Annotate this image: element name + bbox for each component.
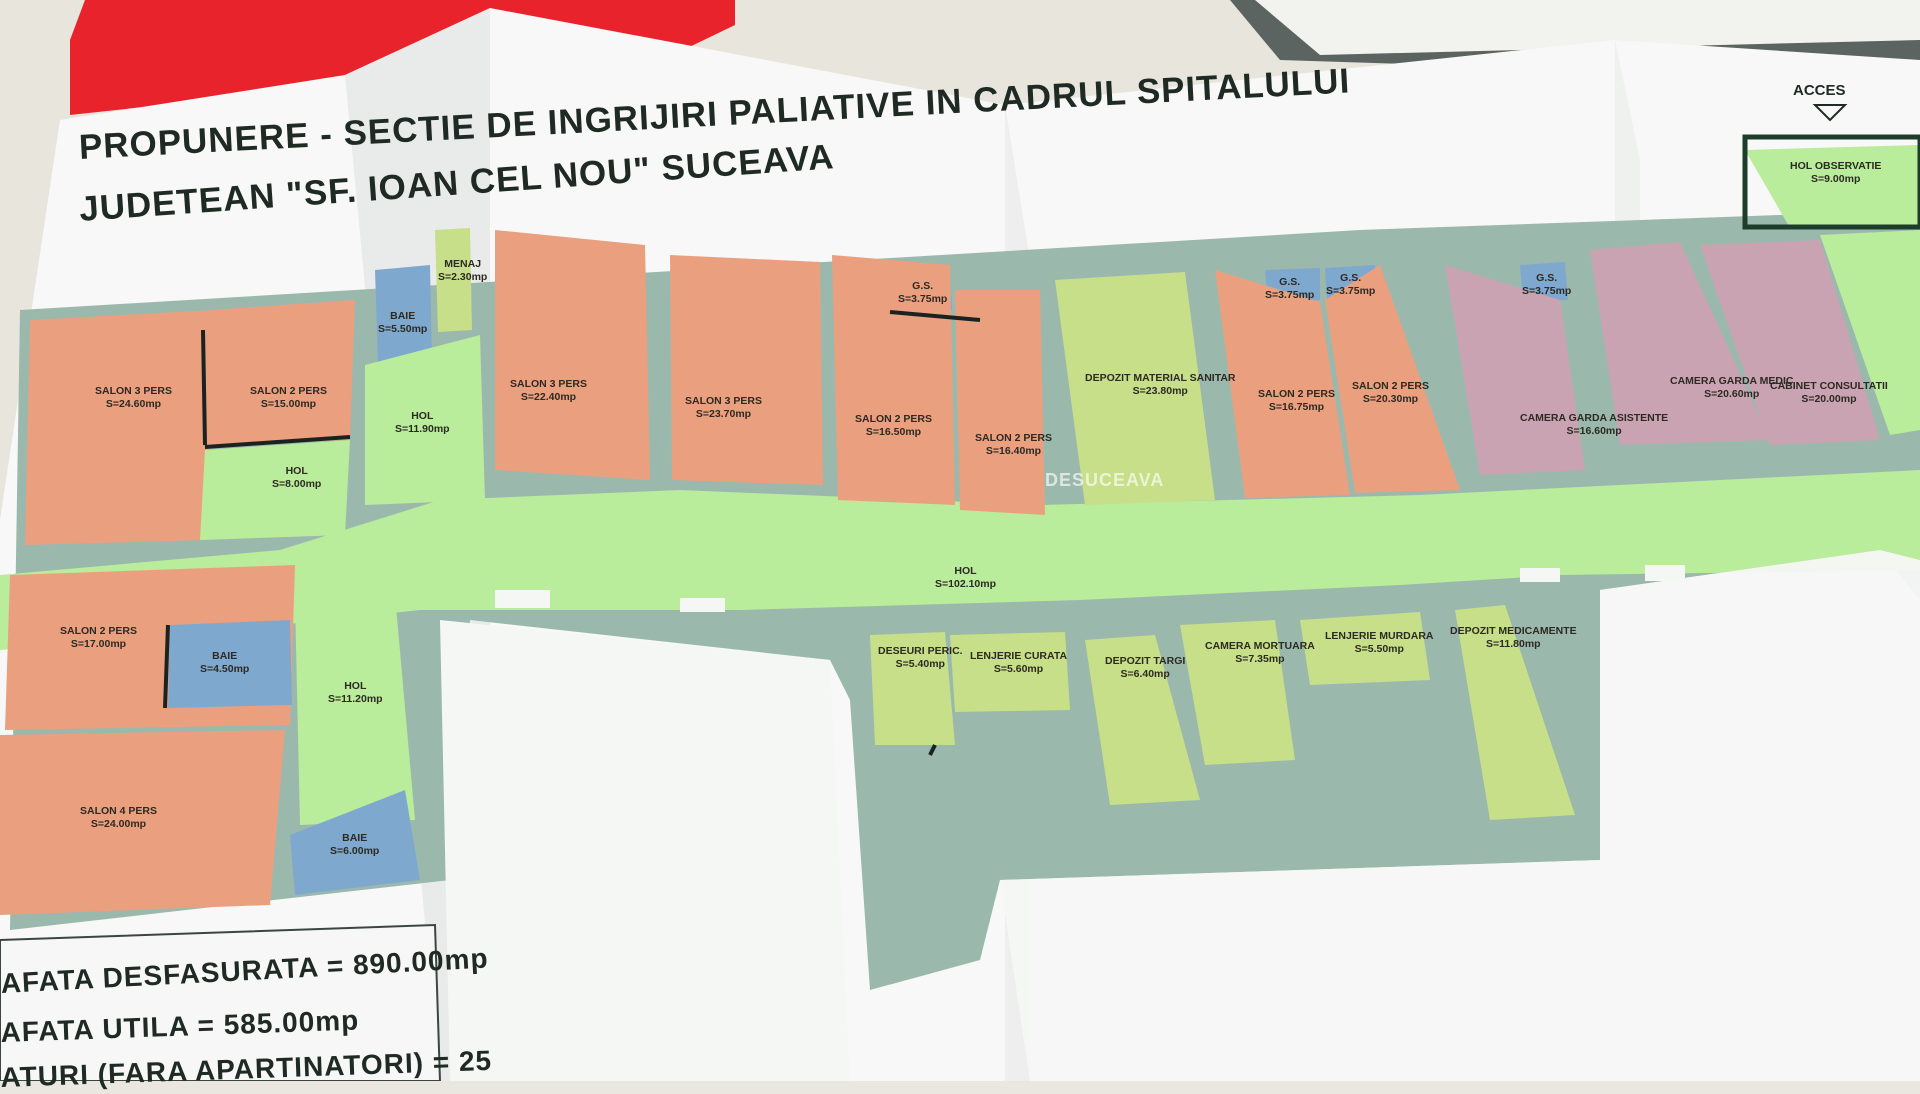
room-salon-2-c: [955, 290, 1045, 515]
room-label: G.S.S=3.75mp: [1522, 272, 1572, 297]
room-salon-2-a: [205, 300, 355, 445]
room-label: G.S.S=3.75mp: [1326, 272, 1376, 297]
room-hol-observatie: [1745, 145, 1920, 228]
room-depozit-medicamente: [1455, 605, 1575, 820]
room-camera-garda-medic: [1590, 242, 1770, 445]
room-camera-mortuara: [1180, 620, 1295, 765]
white-box-top-right: [1255, 0, 1920, 55]
room-label: DESEURI PERIC.S=5.40mp: [878, 645, 963, 670]
entrance-block-outline: [1742, 134, 1920, 230]
room-salon-4: [0, 730, 285, 915]
room-label: G.S.S=3.75mp: [898, 280, 948, 305]
sheet-lower-right: [1000, 550, 1920, 1081]
room-salon-2-e: [1325, 265, 1460, 493]
room-deseuri: [870, 632, 955, 745]
room-depozit-targi: [1085, 635, 1200, 805]
room-salon-3-a: [25, 310, 215, 545]
watermark-text: DESUCEAVA: [1045, 470, 1165, 490]
entrance-label: ACCES: [1793, 82, 1846, 99]
dark-wall-lines: [163, 310, 981, 756]
room-menaj: [435, 228, 472, 332]
room-right-edge: [1820, 230, 1920, 435]
room-lenjerie-murdara: [1300, 612, 1430, 685]
room-salon-2-d: [1215, 270, 1350, 498]
room-salon-2-b: [832, 255, 955, 505]
room-lenjerie-curata: [950, 632, 1070, 712]
room-baie-a: [375, 265, 432, 365]
room-baie-b: [168, 620, 292, 708]
sheet-lower-middle: [440, 620, 850, 1081]
room-salon-3-c: [670, 255, 823, 485]
room-cabinet-consultatii: [1700, 240, 1880, 445]
room-salon-3-b: [495, 230, 650, 480]
room-camera-garda-asistente: [1445, 265, 1585, 475]
corridor-main: [0, 470, 1920, 650]
room-depozit-material: [1055, 272, 1215, 505]
room-hol-11-9: [365, 335, 485, 505]
corridor-openings: [495, 565, 1685, 612]
room-hol-8: [200, 440, 350, 540]
acces-arrow-icon: [1812, 104, 1848, 122]
room-baie-c: [290, 790, 420, 895]
room-label: G.S.S=3.75mp: [1265, 276, 1315, 301]
room-hol-11-2: [295, 595, 415, 825]
